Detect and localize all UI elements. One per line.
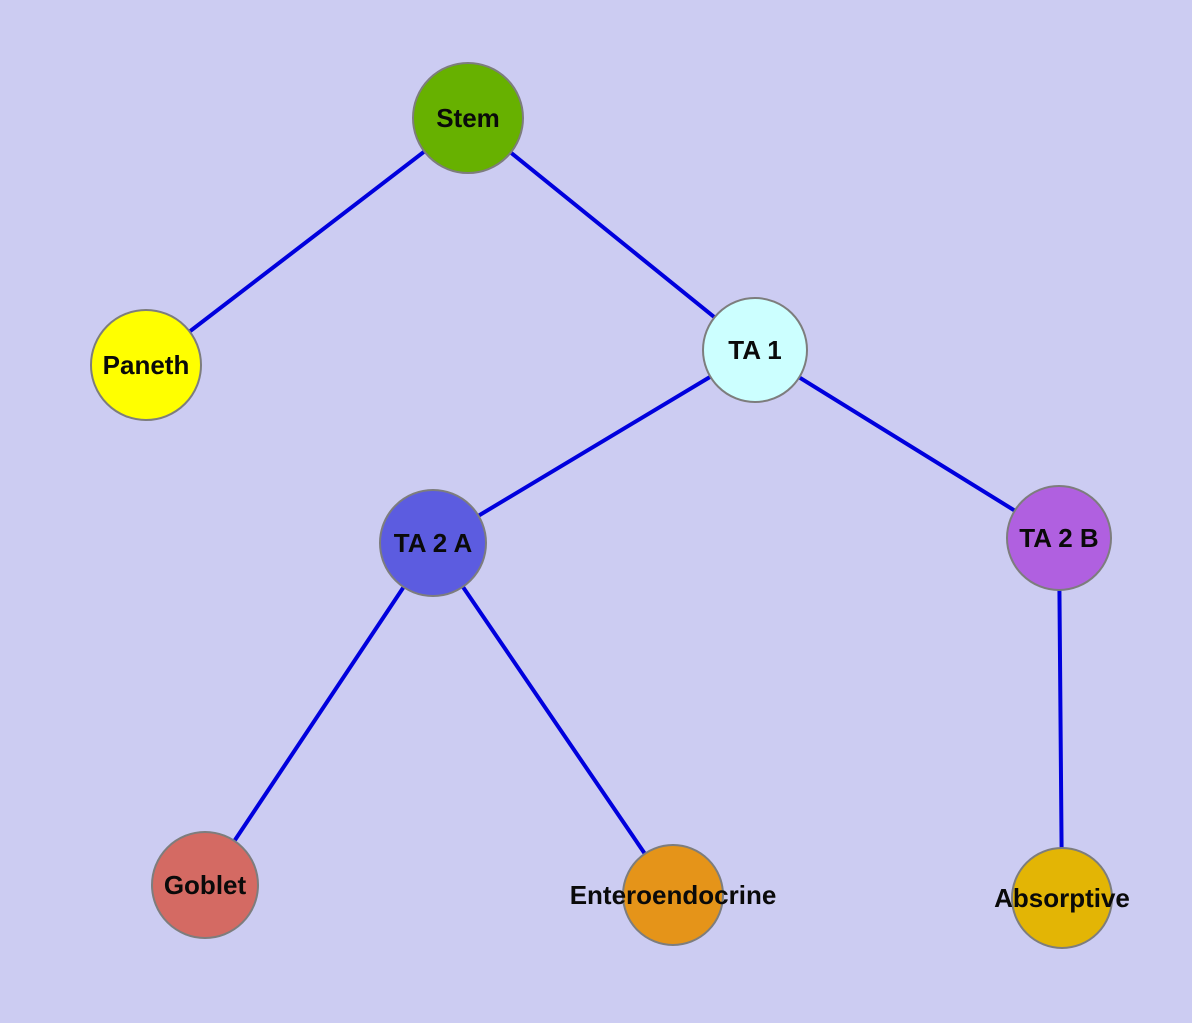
- node-paneth[interactable]: Paneth: [90, 309, 202, 421]
- node-circle-goblet[interactable]: [151, 831, 259, 939]
- edge-ta2a-goblet: [203, 541, 435, 887]
- edge-ta1-ta2b: [753, 348, 1061, 540]
- node-circle-enteroendocrine[interactable]: [622, 844, 724, 946]
- edge-stem-paneth: [144, 116, 470, 367]
- node-circle-paneth[interactable]: [90, 309, 202, 421]
- node-stem[interactable]: Stem: [412, 62, 524, 174]
- node-ta2a[interactable]: TA 2 A: [379, 489, 487, 597]
- node-circle-ta2b[interactable]: [1006, 485, 1112, 591]
- node-ta2b[interactable]: TA 2 B: [1006, 485, 1112, 591]
- edge-ta1-ta2a: [431, 348, 757, 545]
- node-circle-ta1[interactable]: [702, 297, 808, 403]
- edge-stem-ta1: [466, 116, 757, 352]
- edge-ta2b-absorptive: [1057, 536, 1064, 900]
- node-ta1[interactable]: TA 1: [702, 297, 808, 403]
- node-goblet[interactable]: Goblet: [151, 831, 259, 939]
- node-circle-stem[interactable]: [412, 62, 524, 174]
- node-circle-ta2a[interactable]: [379, 489, 487, 597]
- edges-layer: [144, 116, 1064, 900]
- edge-ta2a-enteroendocrine: [431, 541, 675, 897]
- node-circle-absorptive[interactable]: [1011, 847, 1113, 949]
